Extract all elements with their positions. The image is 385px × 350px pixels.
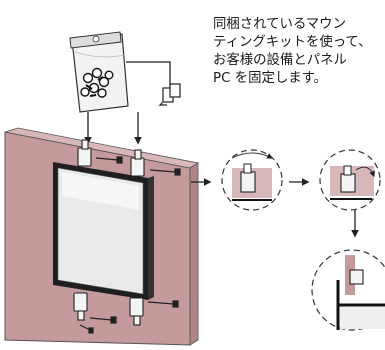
- instruction-text: 同梱されているマウン ティングキットを使って、 お客様の設備とパネル PC を固…: [213, 16, 385, 88]
- instruction-line: 同梱されているマウン: [213, 17, 346, 32]
- arrow-icon: [191, 178, 359, 238]
- mounting-bracket-icon: [158, 83, 181, 106]
- instruction-line: PC を固定します。: [213, 71, 328, 86]
- detail-magnifier-icon: [319, 149, 381, 211]
- detail-magnifier-icon: [221, 149, 283, 211]
- hardware-bag-icon: [69, 31, 129, 113]
- detail-magnifier-icon: [311, 249, 385, 331]
- panel-pc: [53, 162, 154, 300]
- instruction-line: ティングキットを使って、: [213, 35, 372, 50]
- mounting-bracket-icon: [73, 139, 145, 326]
- instruction-line: お客様の設備とパネル: [213, 53, 347, 68]
- screw-icon: [79, 156, 181, 334]
